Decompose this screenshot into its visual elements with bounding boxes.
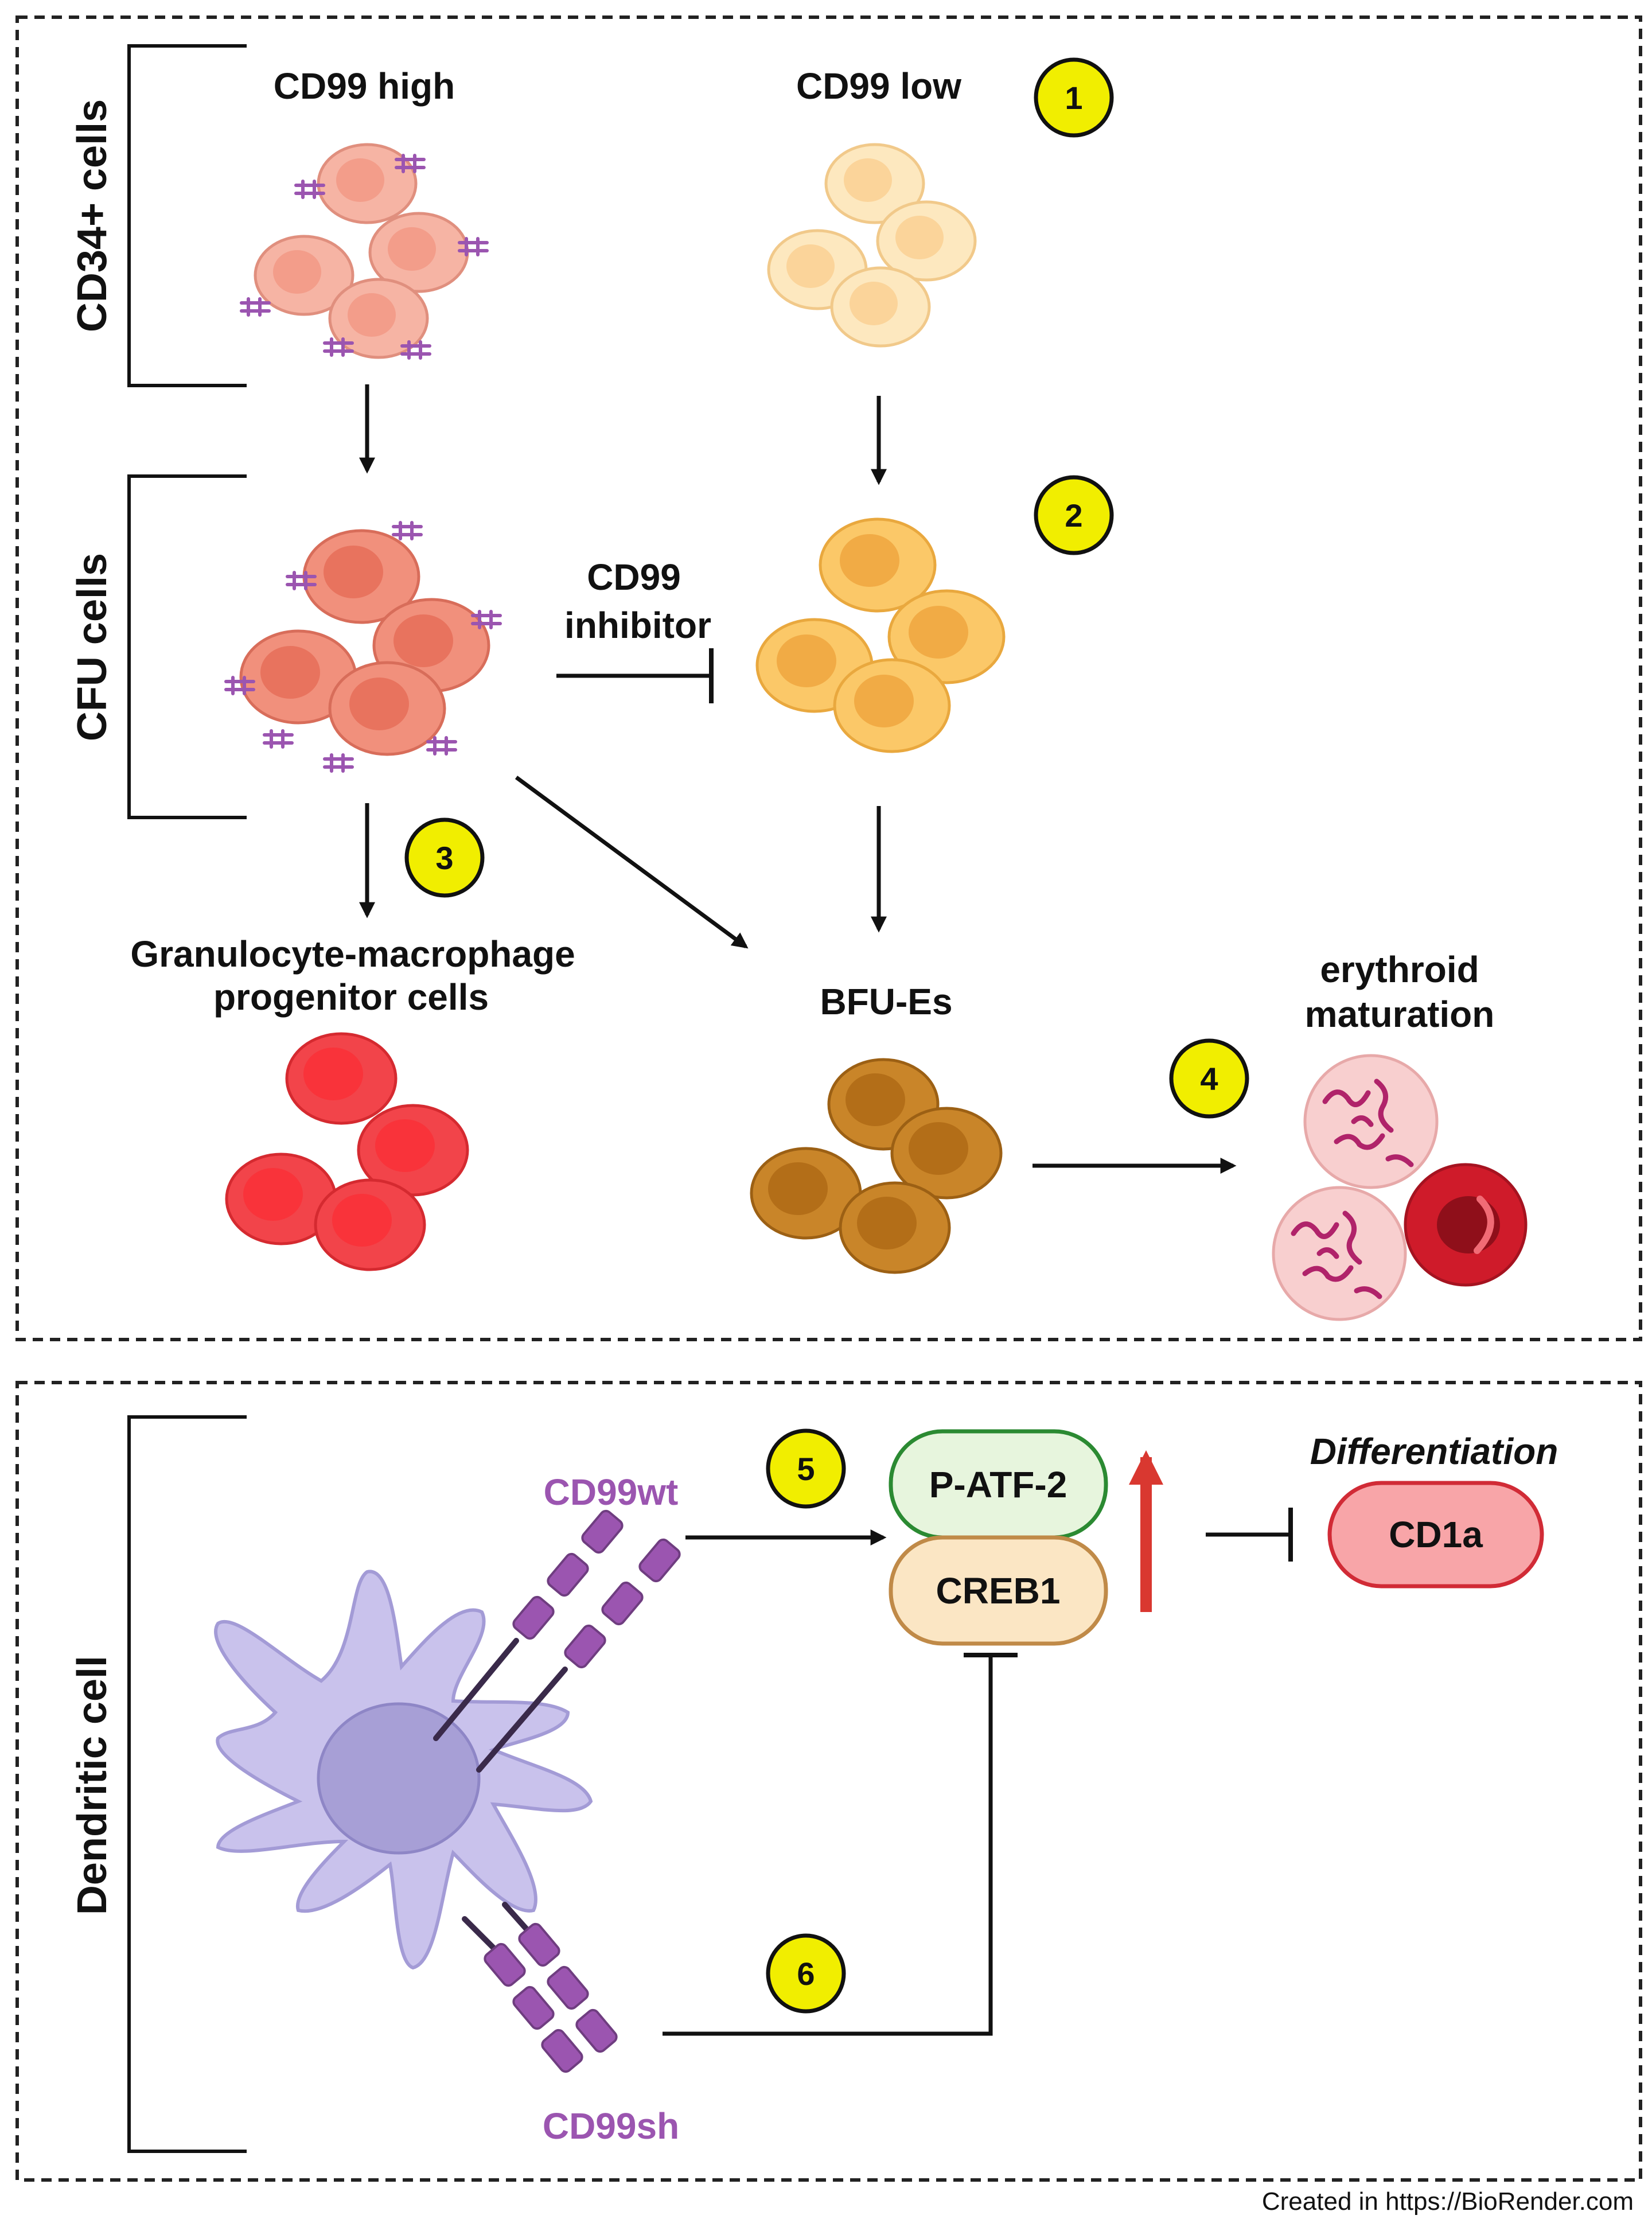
creb1-box: CREB1 xyxy=(889,1535,1108,1646)
bfu-cells xyxy=(751,1060,1001,1272)
cfu-low-cells xyxy=(757,519,1004,752)
cd99sh-label: CD99sh xyxy=(543,2105,679,2147)
svg-text:6: 6 xyxy=(797,1956,815,1992)
cd99-low-cells xyxy=(769,145,975,346)
cd99-inhibitor-label-2: inhibitor xyxy=(564,605,711,646)
cd99-inhibitor-label-1: CD99 xyxy=(587,556,681,598)
svg-text:1: 1 xyxy=(1065,80,1082,116)
svg-text:5: 5 xyxy=(797,1451,815,1487)
gmp-cells xyxy=(227,1034,467,1270)
badge-3: 3 xyxy=(404,817,485,898)
cfu-bracket xyxy=(127,474,247,819)
cd99-high-cells xyxy=(241,145,487,358)
cd99-high-label: CD99 high xyxy=(274,65,455,107)
bottom-panel-border xyxy=(15,1381,1642,2182)
inhibition-bar-cd1a xyxy=(1206,1508,1293,1562)
differentiation-label: Differentiation xyxy=(1310,1431,1559,1472)
cd99wt-receptor-2 xyxy=(476,1536,683,1773)
dendritic-cell xyxy=(214,1570,593,1970)
erythroid-label-2: maturation xyxy=(1305,994,1495,1035)
svg-text:3: 3 xyxy=(435,840,453,876)
cfu-high-cells xyxy=(226,523,500,771)
patf2-box: P-ATF-2 xyxy=(889,1429,1108,1540)
cd99-low-label: CD99 low xyxy=(796,65,961,107)
cfu-label: CFU cells xyxy=(69,553,115,741)
badge-4: 4 xyxy=(1169,1038,1249,1119)
erythroblast-cell-1 xyxy=(1303,1054,1439,1189)
svg-text:4: 4 xyxy=(1200,1061,1218,1097)
dendritic-bracket xyxy=(127,1415,247,2153)
dendritic-cell-label: Dendritic cell xyxy=(69,1656,115,1915)
top-panel-border xyxy=(15,15,1642,1341)
erythroid-label-1: erythroid xyxy=(1320,949,1479,990)
inhibition-bar-cd99-inhibitor xyxy=(556,648,714,703)
badge-1: 1 xyxy=(1034,57,1114,138)
gmp-label-1: Granulocyte-macrophage xyxy=(130,933,575,975)
gmp-label-2: progenitor cells xyxy=(213,976,489,1018)
cd99sh-receptor-1 xyxy=(462,1916,586,2076)
erythroblast-cell-2 xyxy=(1272,1186,1407,1321)
badge-2: 2 xyxy=(1034,475,1114,555)
svg-text:CD1a: CD1a xyxy=(1389,1514,1483,1555)
badge-5: 5 xyxy=(766,1428,846,1509)
biorender-credit: Created in https://BioRender.com xyxy=(1262,2187,1634,2216)
cd1a-box: CD1a xyxy=(1327,1481,1544,1589)
svg-text:CREB1: CREB1 xyxy=(936,1570,1061,1611)
inhibition-bar-cd99sh xyxy=(663,1653,1018,2036)
svg-text:P-ATF-2: P-ATF-2 xyxy=(929,1464,1067,1505)
cd99sh-receptor-2 xyxy=(502,1902,620,2055)
cd99wt-label: CD99wt xyxy=(544,1471,679,1513)
red-blood-cell xyxy=(1404,1163,1528,1287)
arrow-cfu-to-bfu-diagonal xyxy=(515,776,749,949)
cd34-bracket xyxy=(127,44,247,387)
bfu-label: BFU-Es xyxy=(820,981,952,1022)
cd99wt-receptor-1 xyxy=(433,1507,626,1741)
svg-text:2: 2 xyxy=(1065,497,1082,534)
badge-6: 6 xyxy=(766,1933,846,2014)
cd34-label: CD34+ cells xyxy=(69,99,115,332)
